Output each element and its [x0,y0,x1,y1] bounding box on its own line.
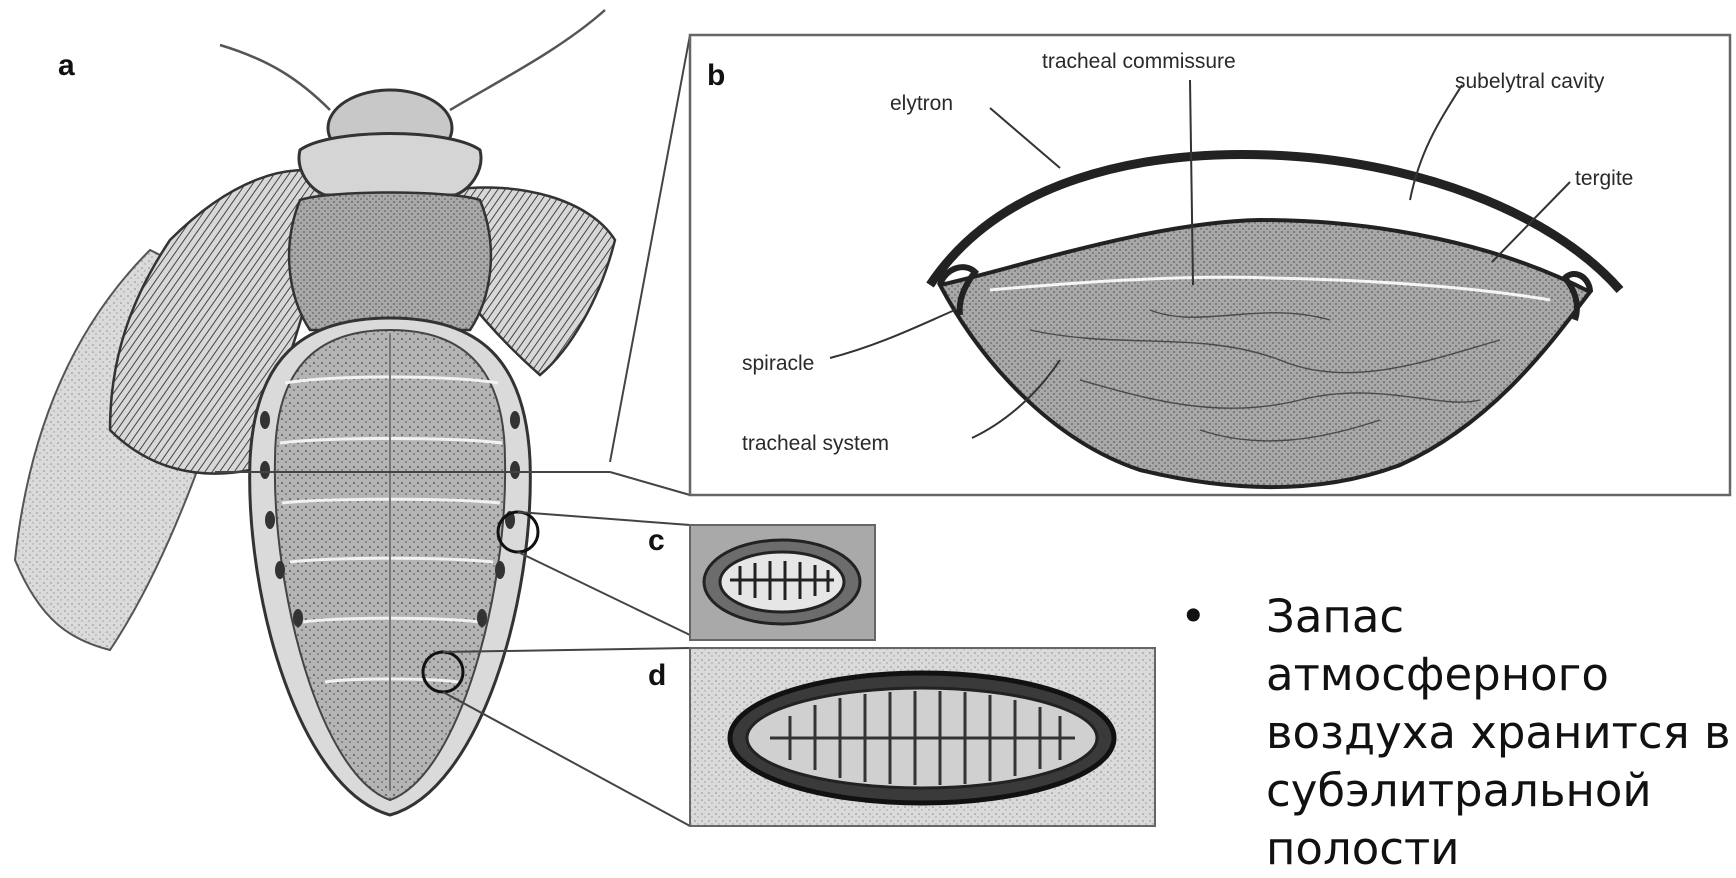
bullet-marker: • [1180,588,1207,646]
label-tracheal-commissure: tracheal commissure [1042,50,1236,73]
panel-label-d: d [648,659,666,692]
spiracle-detail-panel-d [690,648,1155,826]
label-tergite: tergite [1575,167,1633,190]
panel-label-c: c [648,524,665,557]
bullet-text: Запас атмосферного воздуха хранится в су… [1266,588,1736,878]
label-elytron: elytron [890,92,953,115]
beetle-illustration [15,10,615,815]
label-spiracle: spiracle [742,352,814,375]
label-tracheal-system: tracheal system [742,432,889,455]
label-subelytral-cavity: subelytral cavity [1455,70,1605,93]
panel-label-a: a [58,49,75,82]
panel-label-b: b [707,59,725,92]
spiracle-detail-panel-c [690,525,875,640]
cross-section-panel: b elytron tracheal commissure [690,35,1730,495]
